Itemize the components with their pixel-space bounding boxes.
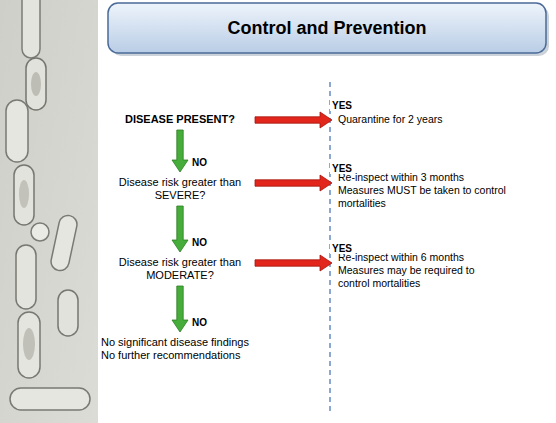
node-text: Disease risk greater than MODERATE? — [105, 256, 255, 282]
cell — [26, 58, 46, 110]
cell-nucleus — [31, 72, 41, 96]
no-arrow — [172, 286, 188, 332]
edge-label: NO — [190, 157, 209, 168]
node-text: No significant disease findings — [101, 336, 301, 349]
no-arrow — [172, 206, 188, 252]
decision-text: Disease risk greater than SEVERE? — [105, 176, 255, 202]
micrograph — [0, 0, 98, 423]
node-text: Re-inspect within 6 months — [338, 251, 507, 264]
decision-text: DISEASE PRESENT? — [105, 113, 255, 126]
cell — [6, 100, 28, 162]
node-text: Disease risk greater than SEVERE? — [105, 176, 255, 202]
edge-label: NO — [190, 317, 209, 328]
yes-arrow — [255, 175, 332, 191]
no-arrow — [172, 130, 188, 172]
cell — [58, 290, 78, 336]
decision-text: Disease risk greater than MODERATE? — [105, 256, 255, 282]
cell-nucleus — [19, 180, 29, 208]
cell-nucleus — [23, 328, 35, 360]
cell — [14, 165, 34, 225]
edge-label: YES — [330, 100, 354, 111]
node-text: Measures MUST be taken to control mortal… — [338, 184, 507, 210]
title-box — [108, 3, 546, 53]
cell — [10, 388, 90, 410]
cell — [16, 245, 36, 309]
node-text: Re-inspect within 3 months — [338, 171, 507, 184]
node-text: No further recommendations — [101, 349, 301, 362]
outcome-text: Re-inspect within 3 monthsMeasures MUST … — [332, 171, 507, 210]
outcome-text: Quarantine for 2 years — [332, 113, 507, 126]
slide-title: Control and Prevention — [108, 3, 546, 53]
yes-arrow — [255, 255, 332, 271]
final-outcome-text: No significant disease findingsNo furthe… — [101, 336, 301, 362]
micrograph-ground — [0, 0, 98, 423]
node-text: Measures may be required to control mort… — [338, 264, 507, 290]
edge-label: NO — [190, 237, 209, 248]
outcome-text: Re-inspect within 6 monthsMeasures may b… — [332, 251, 507, 290]
node-text: DISEASE PRESENT? — [105, 113, 255, 126]
node-text: Quarantine for 2 years — [338, 113, 507, 126]
edge-label: YES — [330, 163, 354, 174]
cell — [49, 214, 78, 273]
cell — [31, 223, 49, 241]
cell — [18, 312, 40, 378]
cell — [22, 0, 40, 58]
edge-label: YES — [330, 243, 354, 254]
yes-arrow — [255, 112, 332, 128]
